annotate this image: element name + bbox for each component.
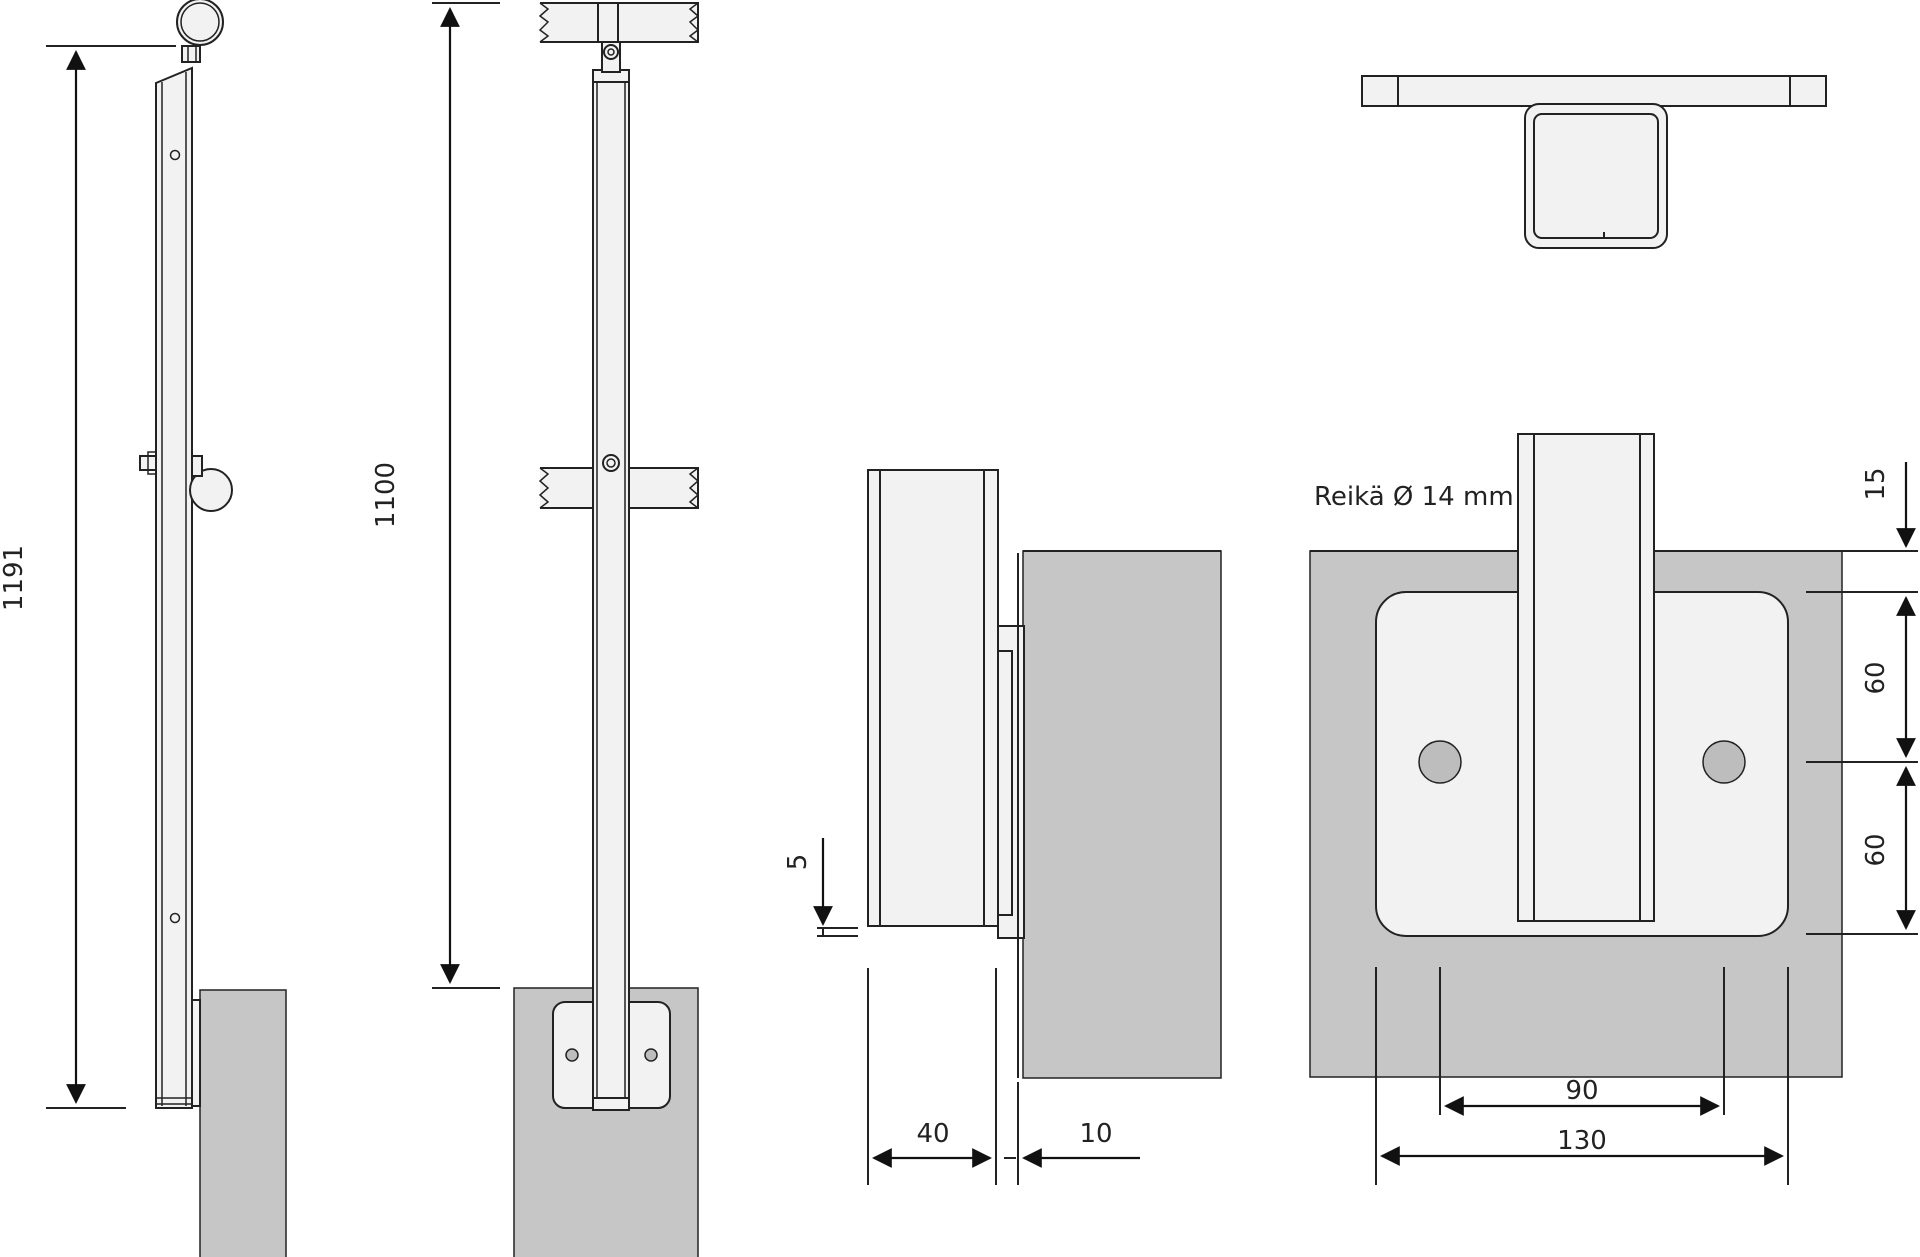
top-handrail-ring bbox=[176, 0, 224, 46]
plate-thickness-label: 5 bbox=[783, 854, 813, 871]
plate-detail-view: Reikä Ø 14 mm 15 60 60 90 130 bbox=[1309, 433, 1918, 1185]
section-wall bbox=[1022, 550, 1222, 1079]
post-depth-label: 40 bbox=[916, 1119, 949, 1149]
top-bracket-bolt bbox=[603, 44, 619, 60]
front-view: 1100 bbox=[371, 2, 700, 1257]
upper-hole-spacing-label: 60 bbox=[1861, 661, 1891, 694]
section-post bbox=[867, 469, 999, 927]
middle-bolt bbox=[602, 454, 620, 472]
lower-hole-spacing-label: 60 bbox=[1861, 833, 1891, 866]
right-bolt-hole bbox=[1702, 740, 1746, 784]
top-view-post-section bbox=[1524, 103, 1668, 249]
plate-offset-label: 10 bbox=[1079, 1119, 1112, 1149]
rail-height-label: 1100 bbox=[371, 462, 401, 528]
top-view bbox=[1361, 75, 1827, 249]
section-view: 5 40 10 bbox=[783, 469, 1222, 1185]
front-post bbox=[592, 69, 630, 1111]
hole-note: Reikä Ø 14 mm bbox=[1314, 482, 1514, 512]
hole-horizontal-spacing-label: 90 bbox=[1565, 1076, 1598, 1106]
middle-handrail-ring bbox=[189, 468, 233, 512]
side-view: 1191 bbox=[0, 0, 287, 1257]
edge-distance-label: 15 bbox=[1861, 467, 1891, 500]
top-view-handrail bbox=[1361, 75, 1827, 107]
side-view-wall bbox=[199, 989, 287, 1257]
detail-post bbox=[1517, 433, 1655, 922]
top-bolt bbox=[181, 45, 201, 63]
plate-width-label: 130 bbox=[1557, 1126, 1607, 1156]
side-post bbox=[155, 66, 193, 1109]
left-bolt-hole bbox=[1418, 740, 1462, 784]
overall-height-label: 1191 bbox=[0, 545, 29, 611]
